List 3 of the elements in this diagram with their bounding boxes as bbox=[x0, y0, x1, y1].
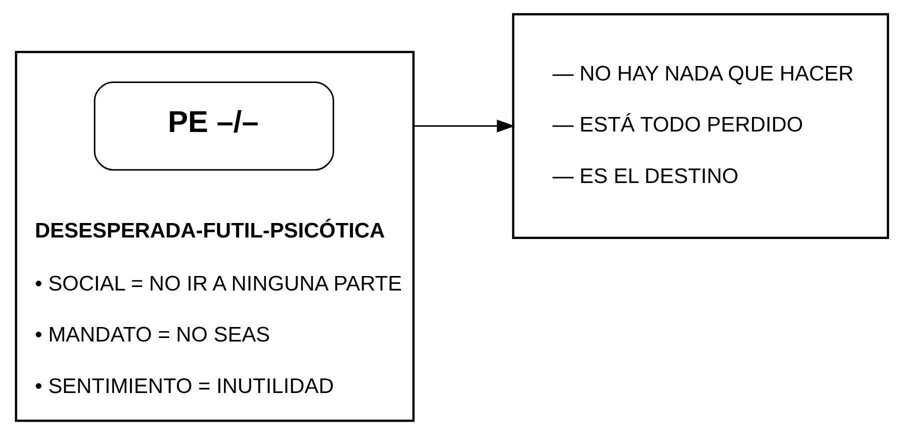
node-box: — NO HAY NADA QUE HACER — ESTÁ TODO PERDIDO — ES EL DESTINO bbox=[512, 13, 889, 239]
node-box: PE –/– bbox=[93, 81, 334, 171]
arrow bbox=[412, 120, 515, 132]
